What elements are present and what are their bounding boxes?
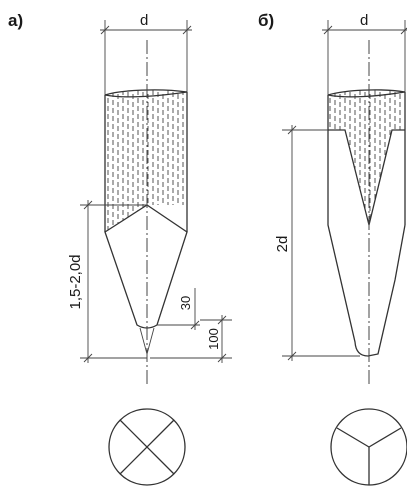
panel-a-cross-section [108, 408, 186, 486]
panel-b-label: б) [258, 11, 274, 30]
panel-b-diameter-dimension: d [322, 12, 407, 95]
panel-a-diameter-label: d [140, 12, 148, 29]
panel-b: б) d [258, 11, 407, 486]
panel-b-pile-outline [327, 89, 406, 357]
panel-a: а) d [8, 11, 232, 486]
panel-a-dim-100-label: 100 [206, 328, 221, 350]
panel-a-label: а) [8, 11, 23, 30]
panel-b-diameter-label: d [360, 12, 368, 29]
panel-b-tip-length-dimension: 2d [274, 125, 360, 361]
panel-a-dim-30-label: 30 [178, 296, 193, 310]
panel-a-tip-length-dimension: 1,5-2,0d [67, 200, 147, 363]
panel-a-dim-30: 30 [157, 288, 200, 330]
panel-a-tip-length-label: 1,5-2,0d [67, 254, 84, 309]
panel-a-dim-100: 100 [150, 315, 232, 363]
panel-a-hatching [107, 90, 184, 233]
panel-b-cross-section [330, 408, 407, 486]
panel-a-pile-outline [104, 89, 188, 356]
panel-b-tip-length-label: 2d [274, 236, 291, 253]
panel-a-diameter-dimension: d [100, 12, 192, 95]
